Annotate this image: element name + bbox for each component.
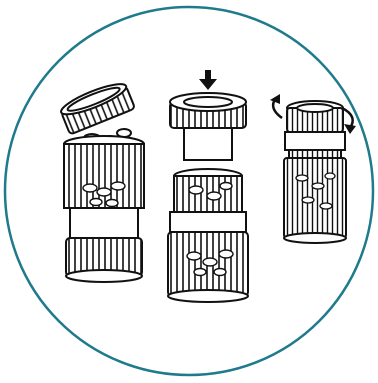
pill-container-open-lid (58, 79, 144, 282)
pill-crusher-press-down (168, 70, 248, 302)
